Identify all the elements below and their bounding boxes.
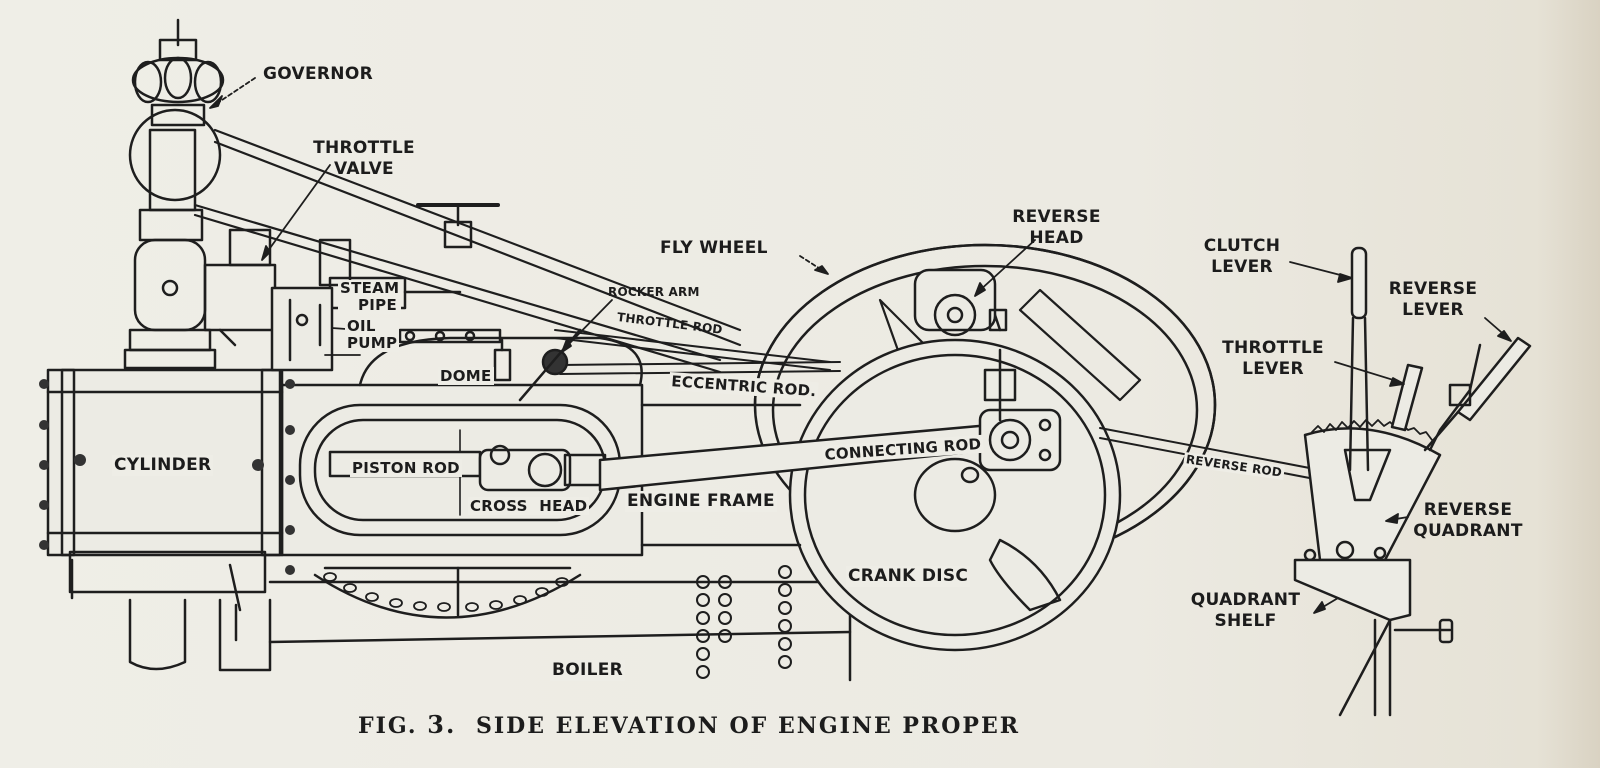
label-steam-pipe: STEAM PIPE — [338, 279, 402, 314]
label-cross-head-word1: CROSS — [470, 497, 528, 515]
label-crank-disc: CRANK DISC — [846, 566, 971, 587]
label-governor: GOVERNOR — [263, 64, 373, 84]
governor — [123, 18, 277, 370]
label-reverse-lever-line1: REVERSE — [1388, 279, 1478, 299]
reverse-quadrant — [1303, 419, 1442, 562]
label-cylinder: CYLINDER — [112, 455, 214, 476]
label-reverse-head: REVERSE HEAD — [1004, 207, 1109, 249]
label-engine-frame: ENGINE FRAME — [625, 491, 777, 512]
label-throttle-valve-line2: VALVE — [334, 159, 394, 179]
eccentric-rod — [559, 361, 841, 375]
label-throttle-valve: THROTTLE VALVE — [300, 138, 428, 180]
label-boiler: BOILER — [550, 660, 626, 681]
boiler — [128, 565, 852, 682]
figure-caption: FIG. 3. SIDE ELEVATION OF ENGINE PROPER — [358, 710, 1020, 739]
label-throttle-lever-line1: THROTTLE — [1222, 338, 1324, 358]
label-cross-head-word2: HEAD — [539, 497, 588, 515]
clutch-lever — [1348, 246, 1370, 472]
label-reverse-lever-line2: LEVER — [1402, 300, 1464, 320]
label-cross-head: CROSS HEAD — [468, 497, 590, 515]
label-steam-pipe-line2: PIPE — [358, 296, 398, 314]
label-quadrant-shelf: QUADRANT SHELF — [1178, 590, 1313, 632]
label-throttle-lever-line2: LEVER — [1242, 359, 1304, 379]
label-steam-pipe-line1: STEAM — [340, 279, 400, 297]
label-throttle-lever: THROTTLE LEVER — [1208, 338, 1338, 380]
reverse-head — [913, 268, 1017, 422]
label-quadrant-shelf-line2: SHELF — [1214, 611, 1277, 631]
caption-text: SIDE ELEVATION OF ENGINE PROPER — [475, 713, 1021, 739]
label-piston-rod: PISTON ROD — [350, 459, 462, 477]
label-rocker-arm: ROCKER ARM — [608, 285, 700, 299]
label-reverse-quadrant: REVERSE QUADRANT — [1403, 500, 1533, 542]
label-reverse-quadrant-line2: QUADRANT — [1413, 521, 1523, 541]
label-reverse-head-line2: HEAD — [1029, 228, 1084, 248]
label-reverse-head-line1: REVERSE — [1012, 207, 1101, 227]
cylinder — [39, 368, 295, 612]
throttle-rod — [554, 329, 831, 371]
label-reverse-quadrant-line1: REVERSE — [1423, 500, 1513, 520]
leader-lines — [209, 77, 1512, 614]
dome — [358, 328, 643, 402]
label-clutch-lever-line1: CLUTCH — [1203, 236, 1281, 256]
label-oil-pump: OIL PUMP — [345, 317, 400, 352]
label-clutch-lever: CLUTCH LEVER — [1192, 236, 1292, 278]
caption-number: 3. — [427, 710, 457, 739]
boiler-rivets — [696, 565, 792, 679]
oil-pump — [270, 286, 334, 372]
label-quadrant-shelf-line1: QUADRANT — [1190, 590, 1301, 610]
label-oil-pump-line1: OIL — [347, 317, 376, 335]
throttle-lever — [1390, 363, 1424, 432]
frame-bracket — [313, 566, 582, 619]
reverse-lever — [1423, 336, 1532, 452]
caption-prefix: FIG. — [358, 713, 418, 739]
quadrant-shelf — [1293, 558, 1454, 717]
crank-disc — [788, 338, 1122, 652]
label-oil-pump-line2: PUMP — [347, 334, 398, 352]
label-dome: DOME — [438, 367, 494, 385]
label-fly-wheel: FLY WHEEL — [660, 238, 768, 258]
label-throttle-valve-line1: THROTTLE — [313, 138, 415, 158]
label-reverse-lever: REVERSE LEVER — [1378, 279, 1488, 321]
label-clutch-lever-line2: LEVER — [1211, 257, 1273, 277]
